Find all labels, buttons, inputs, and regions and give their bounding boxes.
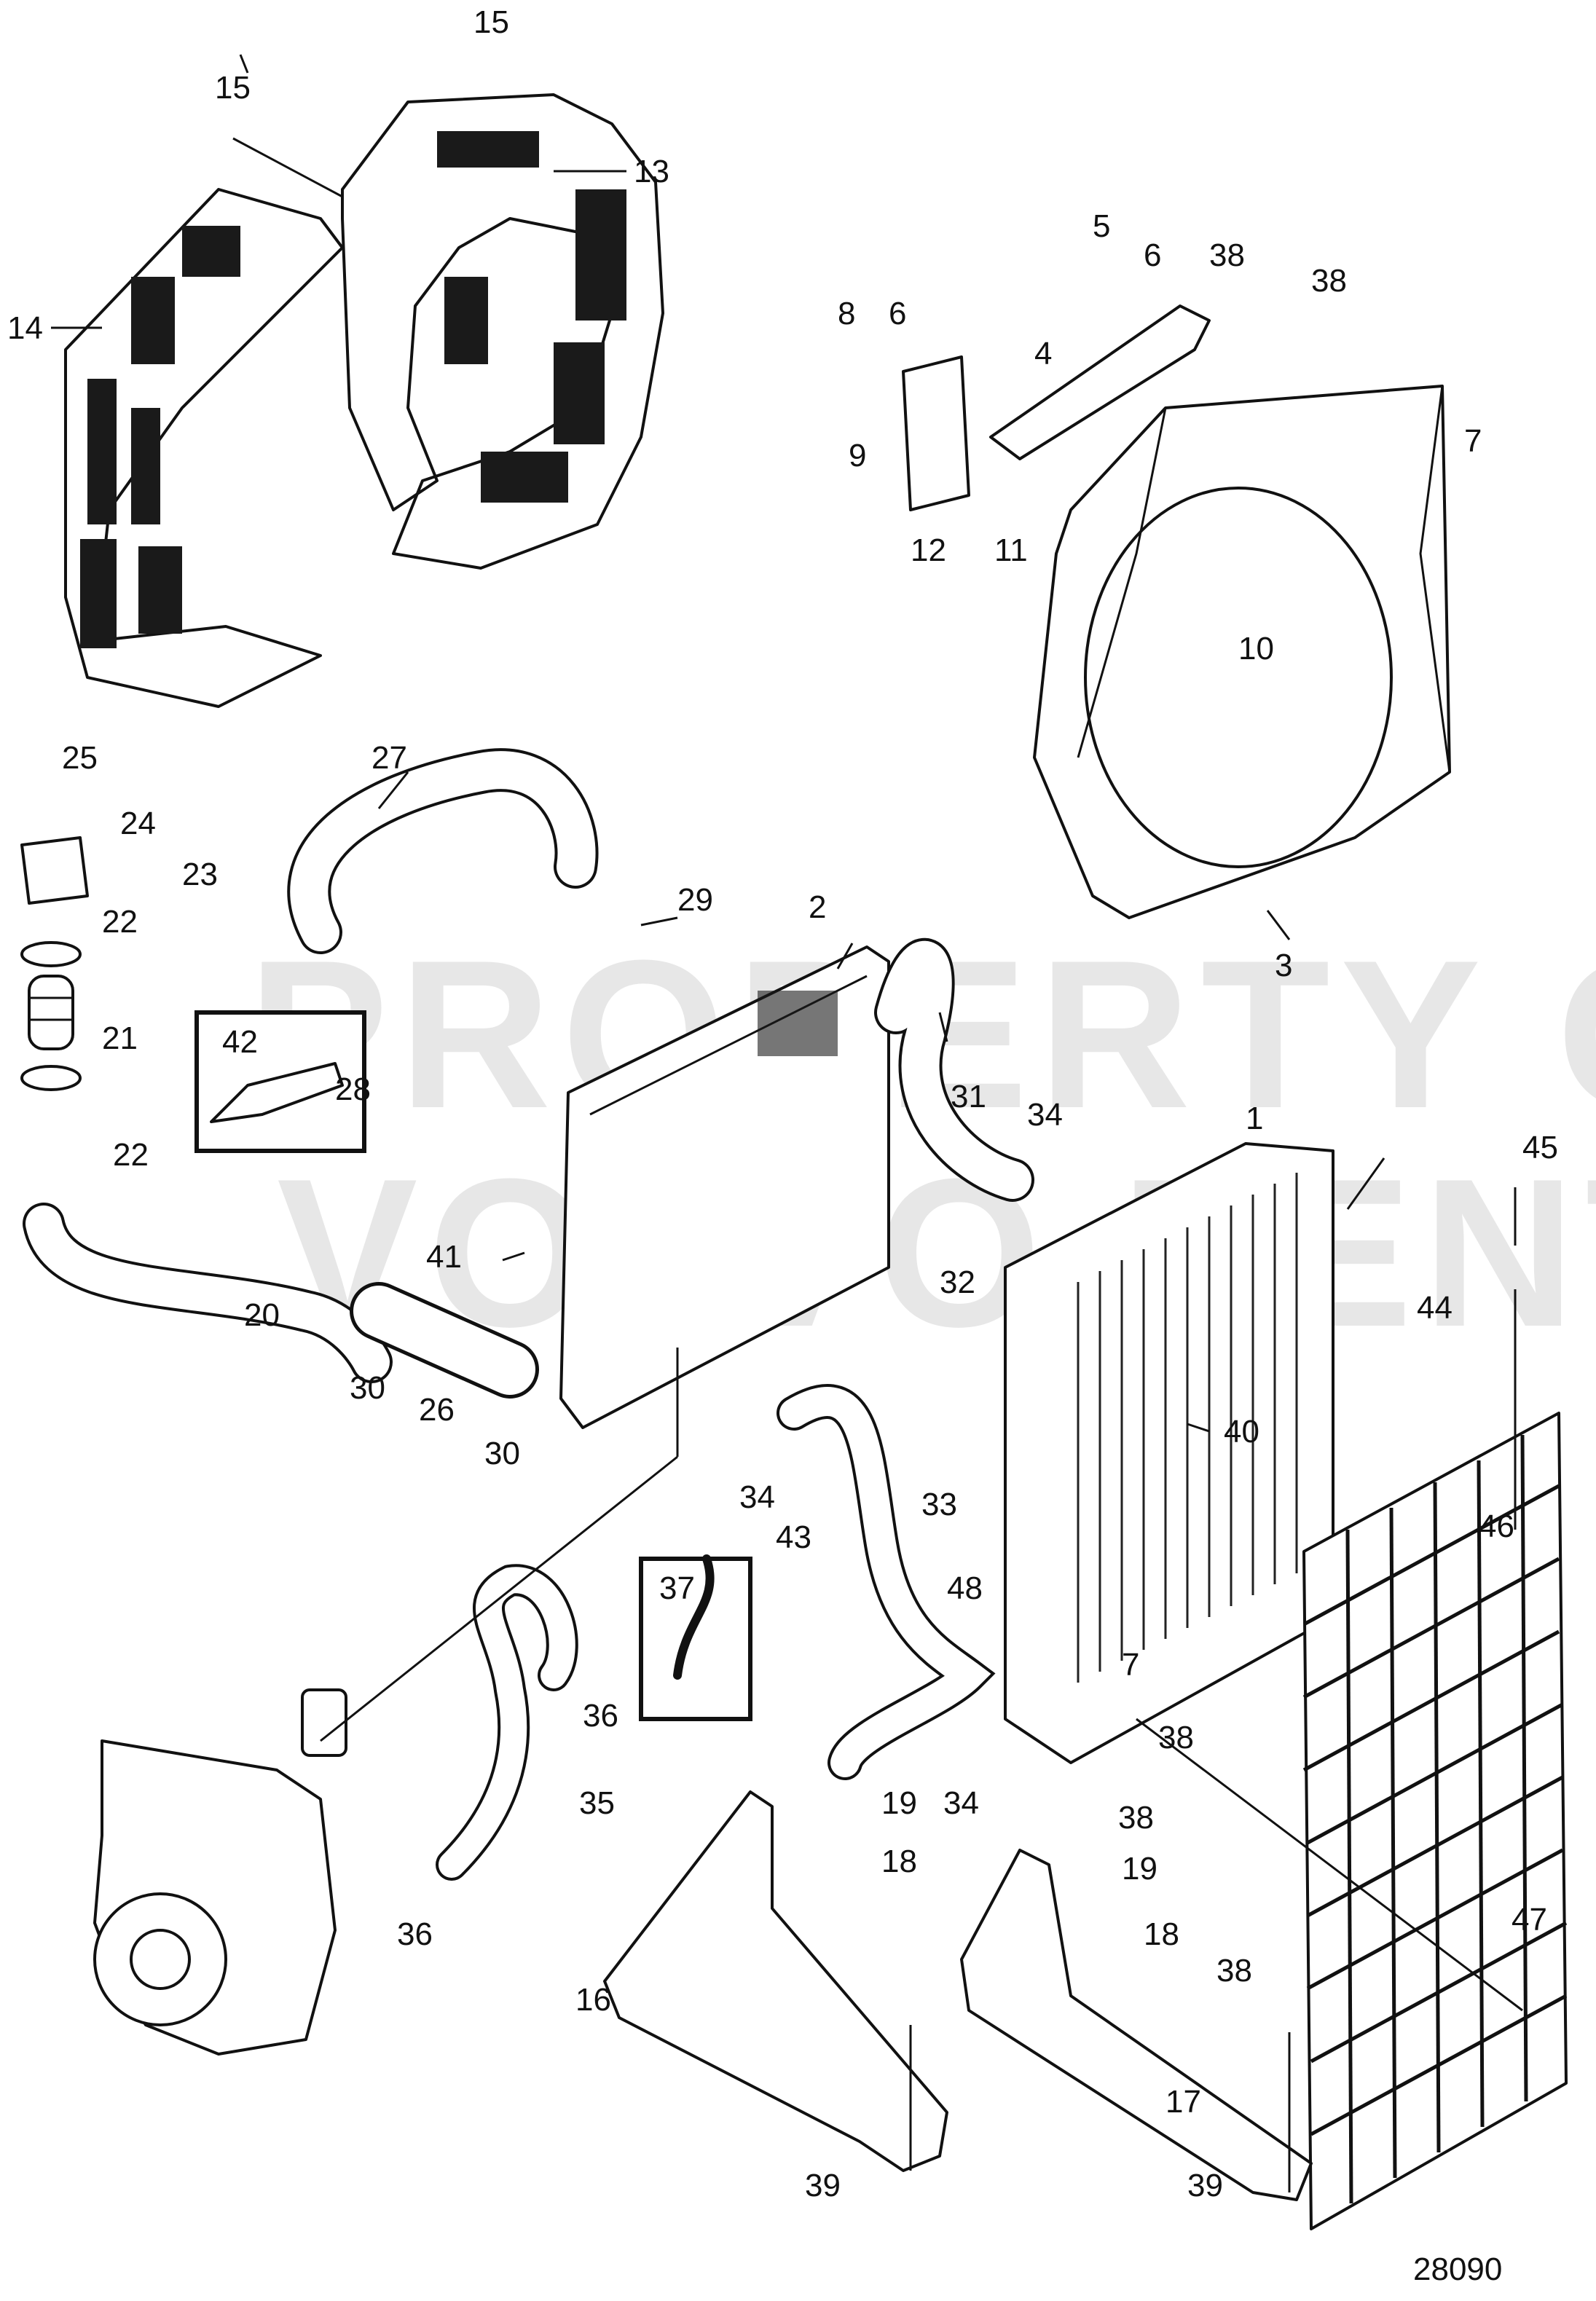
o-ring-22-top [20, 941, 82, 967]
watermark-line2: VOLVO PENTA [277, 1135, 1596, 1371]
callout-6a: 6 [1144, 237, 1161, 273]
hose-31 [874, 937, 1034, 1202]
callout-22a: 22 [102, 904, 138, 940]
bracket-4 [989, 304, 1211, 460]
callout-36b: 36 [397, 1916, 433, 1952]
leader-lines [51, 54, 1523, 2192]
callout-6b: 6 [889, 296, 906, 331]
callout-8: 8 [838, 296, 855, 331]
clamp-24 [20, 836, 89, 905]
callout-7a: 7 [1464, 423, 1482, 459]
callout-26: 26 [419, 1392, 455, 1428]
callout-2: 2 [809, 889, 826, 925]
o-ring-22-bottom [20, 1065, 82, 1091]
callout-14: 14 [7, 310, 43, 346]
callout-32: 32 [940, 1264, 975, 1300]
callout-36a: 36 [583, 1698, 618, 1734]
callout-39a: 39 [805, 2168, 841, 2203]
callout-46: 46 [1479, 1509, 1514, 1544]
hose-clip-box-37 [639, 1554, 752, 1721]
callout-23: 23 [182, 857, 218, 892]
callout-44: 44 [1417, 1290, 1452, 1326]
hose-33 [777, 1384, 996, 1780]
callout-25: 25 [62, 740, 98, 776]
callout-1: 1 [1246, 1101, 1263, 1136]
callout-10: 10 [1238, 631, 1274, 666]
callout-34c: 34 [943, 1785, 979, 1821]
callout-39b: 39 [1187, 2168, 1223, 2203]
callout-16: 16 [575, 1982, 611, 2018]
callout-9: 9 [849, 438, 866, 473]
plate-9 [902, 355, 970, 511]
callout-7b: 7 [1122, 1647, 1139, 1683]
callout-20: 20 [244, 1297, 280, 1333]
fan-guard-left [64, 188, 344, 708]
hose-27 [287, 748, 599, 954]
callout-18b: 18 [1144, 1916, 1179, 1952]
callout-43: 43 [776, 1519, 811, 1555]
callout-37: 37 [659, 1570, 695, 1606]
hose-35 [436, 1564, 578, 1881]
callout-38d: 38 [1118, 1800, 1154, 1836]
callout-33: 33 [921, 1487, 957, 1522]
bracket-16 [603, 1790, 948, 2172]
callout-21: 21 [102, 1020, 138, 1056]
callout-17: 17 [1165, 2084, 1201, 2120]
callout-19a: 19 [881, 1785, 917, 1821]
callout-34b: 34 [739, 1479, 775, 1515]
callout-42: 42 [222, 1024, 258, 1060]
callout-19b: 19 [1122, 1851, 1157, 1887]
callout-41: 41 [426, 1239, 462, 1275]
callout-38a: 38 [1209, 237, 1245, 273]
callout-22b: 22 [113, 1137, 149, 1173]
hose-26 [350, 1282, 539, 1399]
callout-4: 4 [1034, 336, 1052, 371]
callout-15b: 15 [215, 70, 251, 106]
callout-30b: 30 [484, 1436, 520, 1471]
callout-3: 3 [1275, 948, 1292, 983]
callout-30a: 30 [350, 1370, 385, 1406]
fan-shroud [1033, 385, 1451, 919]
callout-38b: 38 [1311, 263, 1347, 299]
callout-27: 27 [372, 740, 407, 776]
callout-18a: 18 [881, 1844, 917, 1879]
callout-31: 31 [951, 1079, 986, 1114]
document-id: 28090 [1413, 2251, 1502, 2287]
connector-21 [28, 975, 74, 1050]
callout-11: 11 [994, 532, 1028, 568]
callout-24: 24 [120, 806, 156, 841]
callout-48: 48 [947, 1570, 983, 1606]
bracket-17 [960, 1849, 1313, 2201]
water-pump [93, 1688, 347, 2056]
callout-15a: 15 [473, 4, 509, 40]
grid-guard [1302, 1412, 1568, 2230]
callout-38e: 38 [1216, 1953, 1252, 1989]
sealant-box-42 [194, 1010, 366, 1153]
callout-12: 12 [911, 532, 946, 568]
callout-47: 47 [1512, 1902, 1547, 1938]
fan-guard-right [341, 93, 664, 570]
callout-29: 29 [677, 882, 713, 918]
callout-13: 13 [634, 154, 669, 189]
intercooler [559, 945, 890, 1429]
callout-40: 40 [1224, 1414, 1259, 1450]
hose-20 [23, 1203, 393, 1383]
callout-35: 35 [579, 1785, 615, 1821]
callout-38c: 38 [1158, 1720, 1194, 1755]
callout-45: 45 [1522, 1130, 1558, 1165]
callout-34a: 34 [1027, 1097, 1063, 1133]
callout-5: 5 [1093, 208, 1110, 244]
callout-labels: 1 2 3 4 5 6 6 7 7 8 9 10 11 12 13 14 15 … [7, 4, 1558, 2203]
callout-28: 28 [335, 1071, 371, 1107]
